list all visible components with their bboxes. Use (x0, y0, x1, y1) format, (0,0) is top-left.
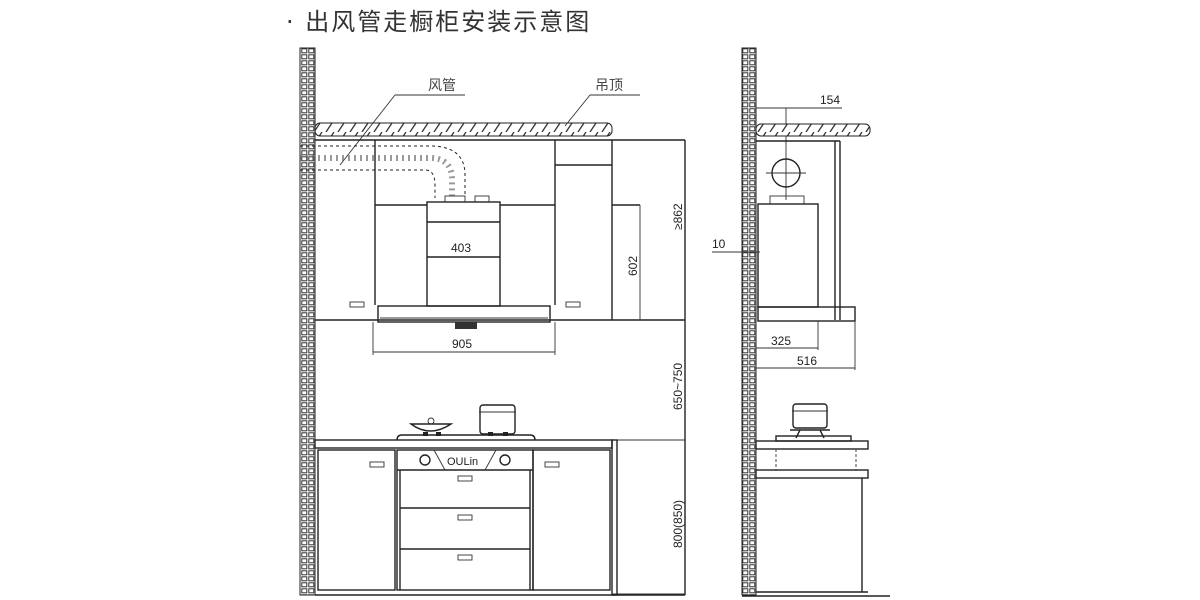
cooktop-front (396, 404, 536, 441)
dim-800-850: 800(850) (671, 500, 685, 548)
dim-325: 325 (771, 334, 791, 348)
brand-logo: OULin (447, 456, 478, 468)
front-view: 风管 吊顶 (299, 47, 686, 596)
ceiling-label: 吊顶 (595, 78, 623, 94)
dim-403: 403 (451, 241, 471, 255)
range-hood-side (757, 203, 856, 322)
dim-905: 905 (452, 337, 472, 351)
flexible-duct (300, 145, 490, 203)
ceiling-front (314, 122, 613, 137)
vertical-dimensions: 602 ≥862 650~750 800(850) (612, 140, 686, 595)
dim-602: 602 (626, 256, 640, 276)
duct-leader: 风管 (339, 78, 465, 166)
dim-10: 10 (712, 237, 726, 251)
dim-516: 516 (797, 354, 817, 368)
ceiling-side (755, 123, 871, 137)
wall-front (299, 47, 316, 596)
dim-154: 154 (820, 93, 840, 107)
dim-905-line: 905 (372, 322, 556, 355)
cooktop-side (742, 403, 890, 597)
wall-side (741, 47, 757, 596)
range-hood-front: 403 (377, 201, 551, 329)
duct-label: 风管 (428, 78, 456, 94)
diagram-title: · 出风管走橱柜安装示意图 (286, 8, 592, 36)
ceiling-leader: 吊顶 (564, 78, 640, 127)
side-view: 154 10 325 516 (712, 47, 890, 597)
upper-cabinets (315, 139, 685, 321)
dim-862: ≥862 (671, 203, 685, 230)
dim-650-750: 650~750 (671, 363, 685, 410)
base-cabinets: OULin (314, 439, 685, 596)
